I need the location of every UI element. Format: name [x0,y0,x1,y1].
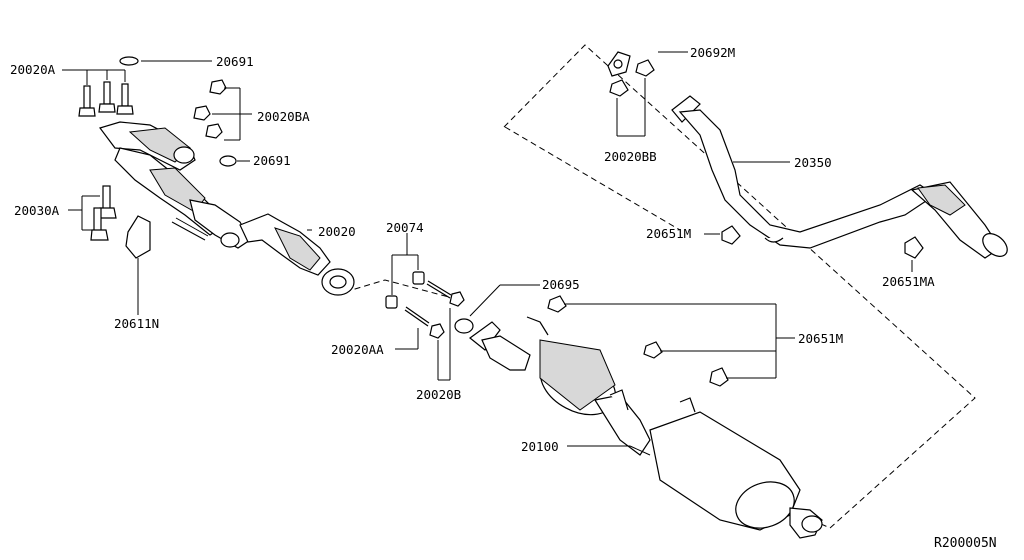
gasket-20691-top [119,56,212,66]
center-muffler-assembly-20100 [469,316,823,539]
label-20651m-upper: 20651M [646,226,691,241]
gasket-20695 [454,284,540,334]
diagram-reference-code: R200005N [934,536,997,551]
label-20100: 20100 [521,439,559,454]
hanger-set-20651m-lower [547,295,795,387]
nut-set-20020b [429,291,465,381]
bolt-set-20020a [62,69,134,117]
label-20020: 20020 [318,224,356,239]
bracket-20611n [125,215,151,315]
label-20611n: 20611N [114,316,159,331]
hanger-20651m-upper [704,225,741,245]
label-20020aa: 20020AA [331,342,384,357]
label-20651m-right: 20651M [798,331,843,346]
label-20020a: 20020A [10,62,56,77]
label-20350: 20350 [794,155,832,170]
hanger-20651ma [904,236,924,272]
gasket-20691-mid [219,155,250,167]
nut-set-20020ba [193,79,252,141]
label-20074: 20074 [386,220,424,235]
label-20691-mid: 20691 [253,153,291,168]
label-20020bb: 20020BB [604,149,657,164]
label-20695: 20695 [542,277,580,292]
label-20692m: 20692M [690,45,735,60]
label-20020b: 20020B [416,387,461,402]
connector-parts-20074 [385,233,425,309]
label-20030a: 20030A [14,203,60,218]
front-pipe-catalyst-20020 [99,121,355,296]
bolt-set-20020aa [395,280,452,350]
nut-set-20020bb [609,59,655,137]
label-20020ba: 20020BA [257,109,310,124]
gasket-20692m [607,51,688,77]
label-20651ma: 20651MA [882,274,935,289]
label-20691-top: 20691 [216,54,254,69]
tail-pipe-assembly-20350 [671,95,1008,259]
bolt-set-20030a [68,185,117,241]
